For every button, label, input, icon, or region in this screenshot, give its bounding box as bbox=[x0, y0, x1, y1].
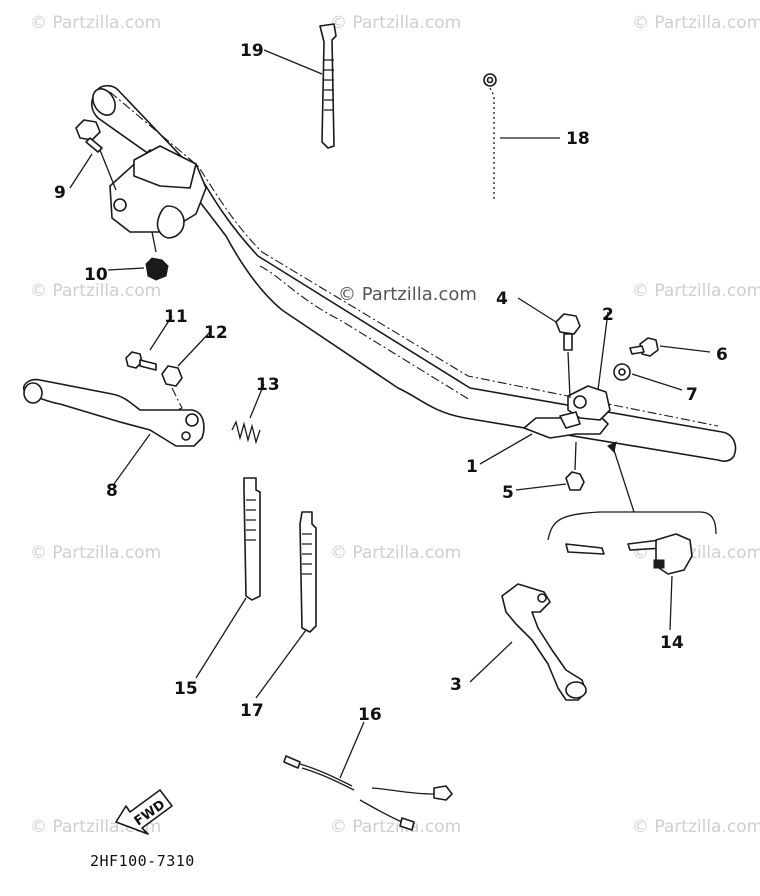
callout-2: 2 bbox=[602, 305, 614, 325]
callout-17: 17 bbox=[240, 701, 264, 721]
band-17[interactable] bbox=[299, 511, 317, 633]
wire-16[interactable] bbox=[283, 755, 453, 831]
callout-19: 19 bbox=[240, 41, 264, 61]
screw-6[interactable] bbox=[629, 337, 659, 357]
callout-13: 13 bbox=[256, 375, 280, 395]
watermark: © Partzilla.com bbox=[330, 13, 461, 33]
callout-16: 16 bbox=[358, 705, 382, 725]
callout-8: 8 bbox=[106, 481, 118, 501]
band-15[interactable] bbox=[243, 477, 261, 601]
leader-lines bbox=[69, 49, 711, 779]
callout-7: 7 bbox=[686, 385, 698, 405]
master-cylinder-1[interactable] bbox=[523, 385, 611, 439]
watermark: © Partzilla.com bbox=[632, 817, 760, 837]
handlebar[interactable] bbox=[88, 84, 737, 462]
bolt-4[interactable] bbox=[555, 313, 581, 399]
callout-10: 10 bbox=[84, 265, 108, 285]
nut-12[interactable] bbox=[161, 365, 183, 413]
tie-18[interactable] bbox=[483, 73, 497, 202]
callout-5: 5 bbox=[502, 483, 514, 503]
drawing-code: 2HF100-7310 bbox=[90, 852, 195, 870]
callout-12: 12 bbox=[204, 323, 228, 343]
brake-lever-3[interactable] bbox=[501, 583, 587, 701]
callout-9: 9 bbox=[54, 183, 66, 203]
bolt-9[interactable] bbox=[75, 119, 103, 153]
callout-6: 6 bbox=[716, 345, 728, 365]
callout-4: 4 bbox=[496, 289, 508, 309]
clutch-lever-8[interactable] bbox=[22, 378, 205, 447]
callout-11: 11 bbox=[164, 307, 188, 327]
watermark: © Partzilla.com bbox=[30, 13, 161, 33]
watermark: © Partzilla.com bbox=[30, 543, 161, 563]
callout-18: 18 bbox=[566, 129, 590, 149]
watermark: © Partzilla.com bbox=[632, 13, 760, 33]
clutch-holder[interactable] bbox=[99, 145, 207, 253]
bolt-11[interactable] bbox=[125, 351, 157, 371]
band-19[interactable] bbox=[319, 23, 337, 149]
spring-13[interactable] bbox=[231, 420, 261, 445]
watermark: © Partzilla.com bbox=[330, 543, 461, 563]
callout-3: 3 bbox=[450, 675, 462, 695]
callout-14: 14 bbox=[660, 633, 684, 653]
watermark-center: © Partzilla.com bbox=[338, 284, 477, 305]
watermark: © Partzilla.com bbox=[30, 281, 161, 301]
washer-7[interactable] bbox=[613, 363, 631, 381]
callout-numbers: 1 2 3 4 5 6 7 8 9 10 11 12 13 14 15 16 1… bbox=[54, 41, 728, 725]
callout-1: 1 bbox=[466, 457, 478, 477]
watermark: © Partzilla.com bbox=[632, 281, 760, 301]
switch-14[interactable] bbox=[547, 441, 717, 575]
callout-15: 15 bbox=[174, 679, 198, 699]
watermark: © Partzilla.com bbox=[330, 817, 461, 837]
nut-10[interactable] bbox=[145, 257, 169, 281]
nut-5[interactable] bbox=[565, 441, 585, 491]
